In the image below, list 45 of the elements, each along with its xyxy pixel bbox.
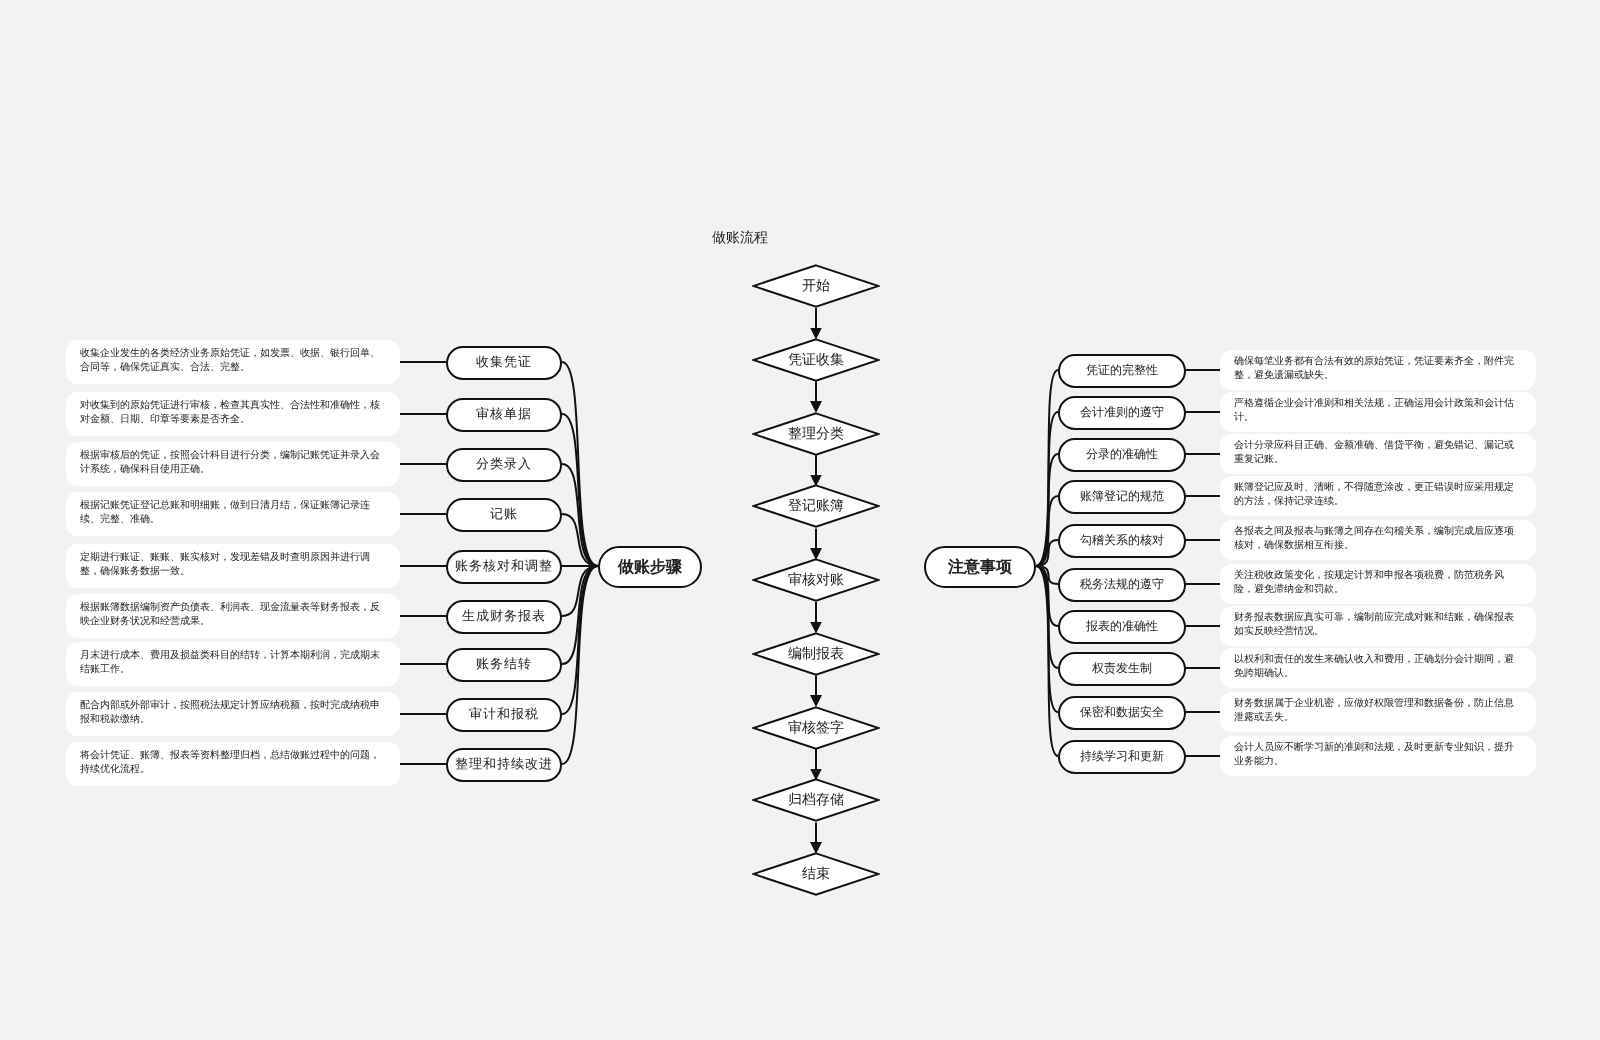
connector-line bbox=[1035, 539, 1059, 567]
connector-line bbox=[561, 565, 599, 617]
connector-line bbox=[399, 361, 447, 363]
connector-line bbox=[561, 513, 599, 567]
connector-line bbox=[1035, 411, 1059, 567]
connector-line bbox=[1185, 411, 1221, 413]
arrow bbox=[810, 527, 822, 560]
arrow bbox=[810, 821, 822, 854]
arrow bbox=[810, 380, 822, 413]
connector-line bbox=[1185, 625, 1221, 627]
connector-line bbox=[399, 713, 447, 715]
connector-line bbox=[399, 413, 447, 415]
connector-line bbox=[1035, 495, 1059, 567]
connector-line bbox=[1185, 755, 1221, 757]
connector-line bbox=[1035, 565, 1059, 757]
connector-line bbox=[561, 565, 599, 715]
connector-line bbox=[1035, 369, 1059, 567]
connector-line bbox=[1185, 667, 1221, 669]
topic-pill: 做账步骤 bbox=[598, 545, 702, 587]
connector-line bbox=[561, 565, 599, 665]
connector-line bbox=[399, 615, 447, 617]
connector-line bbox=[1185, 711, 1221, 713]
arrow bbox=[810, 674, 822, 707]
connector-line bbox=[1185, 495, 1221, 497]
connector-line bbox=[399, 513, 447, 515]
connector-line bbox=[1185, 369, 1221, 371]
connector-line bbox=[1185, 583, 1221, 585]
connector-line bbox=[1185, 539, 1221, 541]
arrow bbox=[810, 307, 822, 340]
connector-line bbox=[399, 565, 447, 567]
connector-line bbox=[399, 463, 447, 465]
connector-line bbox=[561, 565, 599, 765]
arrow bbox=[810, 748, 822, 781]
connector-line bbox=[1035, 565, 1059, 713]
connector-line bbox=[1035, 565, 1059, 585]
connector-line bbox=[561, 413, 599, 567]
arrow bbox=[810, 454, 822, 487]
connector-line bbox=[1035, 565, 1059, 669]
arrow bbox=[810, 601, 822, 634]
connector-line bbox=[1185, 453, 1221, 455]
connector-line bbox=[561, 361, 599, 567]
connector-line bbox=[561, 463, 599, 567]
topic-pill: 注意事项 bbox=[924, 545, 1036, 587]
connector-line bbox=[399, 763, 447, 765]
connector-line bbox=[399, 663, 447, 665]
